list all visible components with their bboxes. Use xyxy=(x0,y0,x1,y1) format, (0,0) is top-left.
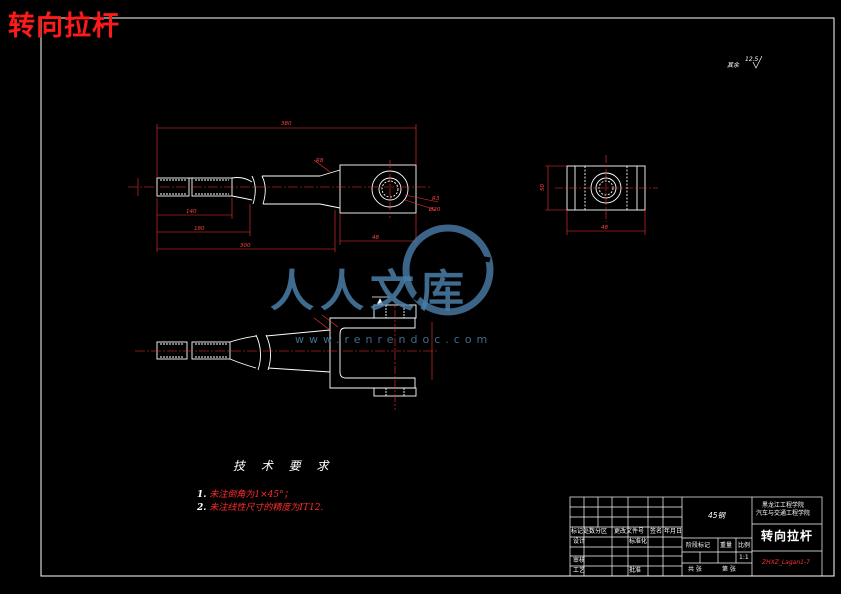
dim-side-width: 48 xyxy=(601,225,608,231)
weight-label: 重量 xyxy=(720,542,733,549)
dim-overall: 380 xyxy=(281,121,292,127)
dim-end-width: 48 xyxy=(372,235,379,241)
roughness-symbol xyxy=(752,55,763,69)
tech-requirement-2: 2.未注线性尺寸的精度为IT12. xyxy=(197,500,323,513)
roughness-value: 12.5 xyxy=(745,56,759,63)
dim-hole: Ø20 xyxy=(428,206,441,213)
tech-requirement-1-num: 1. xyxy=(197,490,207,500)
part-name: 转向拉杆 xyxy=(761,529,814,543)
tech-requirement-1-text: 未注倒角为1×45°； xyxy=(209,490,293,500)
dim-thread-short: 140 xyxy=(186,209,197,215)
school-name-1: 黑龙江工程学院 xyxy=(762,502,805,509)
sheet-number: 第 张 xyxy=(722,566,736,573)
top-dims xyxy=(313,314,433,380)
review-label: 审核 xyxy=(573,557,586,564)
standard-label: 标准化 xyxy=(629,538,648,545)
tech-requirement-2-num: 2. xyxy=(197,503,207,513)
watermark-logo xyxy=(402,224,494,316)
watermark-text: 人人文库 xyxy=(270,266,470,317)
mark-label: 标记处数分区 xyxy=(571,528,608,535)
date-label: 年月日 xyxy=(664,528,683,535)
section-arrow xyxy=(372,296,390,306)
roughness-label: 其余 xyxy=(727,62,740,69)
side-dims xyxy=(545,165,646,235)
tech-requirement-2-text: 未注线性尺寸的精度为IT12. xyxy=(209,503,324,513)
dim-thread-long: 180 xyxy=(194,226,205,232)
drawing-title: 转向拉杆 xyxy=(8,11,120,42)
design-label: 设计 xyxy=(573,538,586,545)
dim-shank: 300 xyxy=(240,243,251,249)
dim-side-height: 50 xyxy=(540,184,546,191)
tech-requirements-heading: 技 术 要 求 xyxy=(233,459,335,473)
sign-label: 签名 xyxy=(650,528,663,535)
outer-frame xyxy=(40,17,835,577)
process-label: 工艺 xyxy=(573,567,586,574)
scale-label: 比例 xyxy=(738,542,751,549)
front-view xyxy=(156,164,417,214)
scale-value: 1:1 xyxy=(739,554,749,561)
drawing-number: ZHXZ_Lagan1-7 xyxy=(762,559,810,566)
dim-head-radius: R8 xyxy=(316,158,324,164)
sheets-total: 共 张 xyxy=(688,566,702,573)
watermark-url: www.renrendoc.com xyxy=(295,333,493,346)
stage-label: 阶段标记 xyxy=(686,542,711,549)
school-name-2: 汽车与交通工程学院 xyxy=(756,510,811,517)
title-block xyxy=(569,496,823,577)
material: 45钢 xyxy=(708,511,726,520)
front-dims xyxy=(137,124,439,252)
dim-chamfer: R3 xyxy=(432,196,440,202)
approve-label: 批准 xyxy=(629,567,642,574)
change-label: 更改文件号 xyxy=(614,528,645,535)
tech-requirement-1: 1.未注倒角为1×45°； xyxy=(197,487,293,500)
